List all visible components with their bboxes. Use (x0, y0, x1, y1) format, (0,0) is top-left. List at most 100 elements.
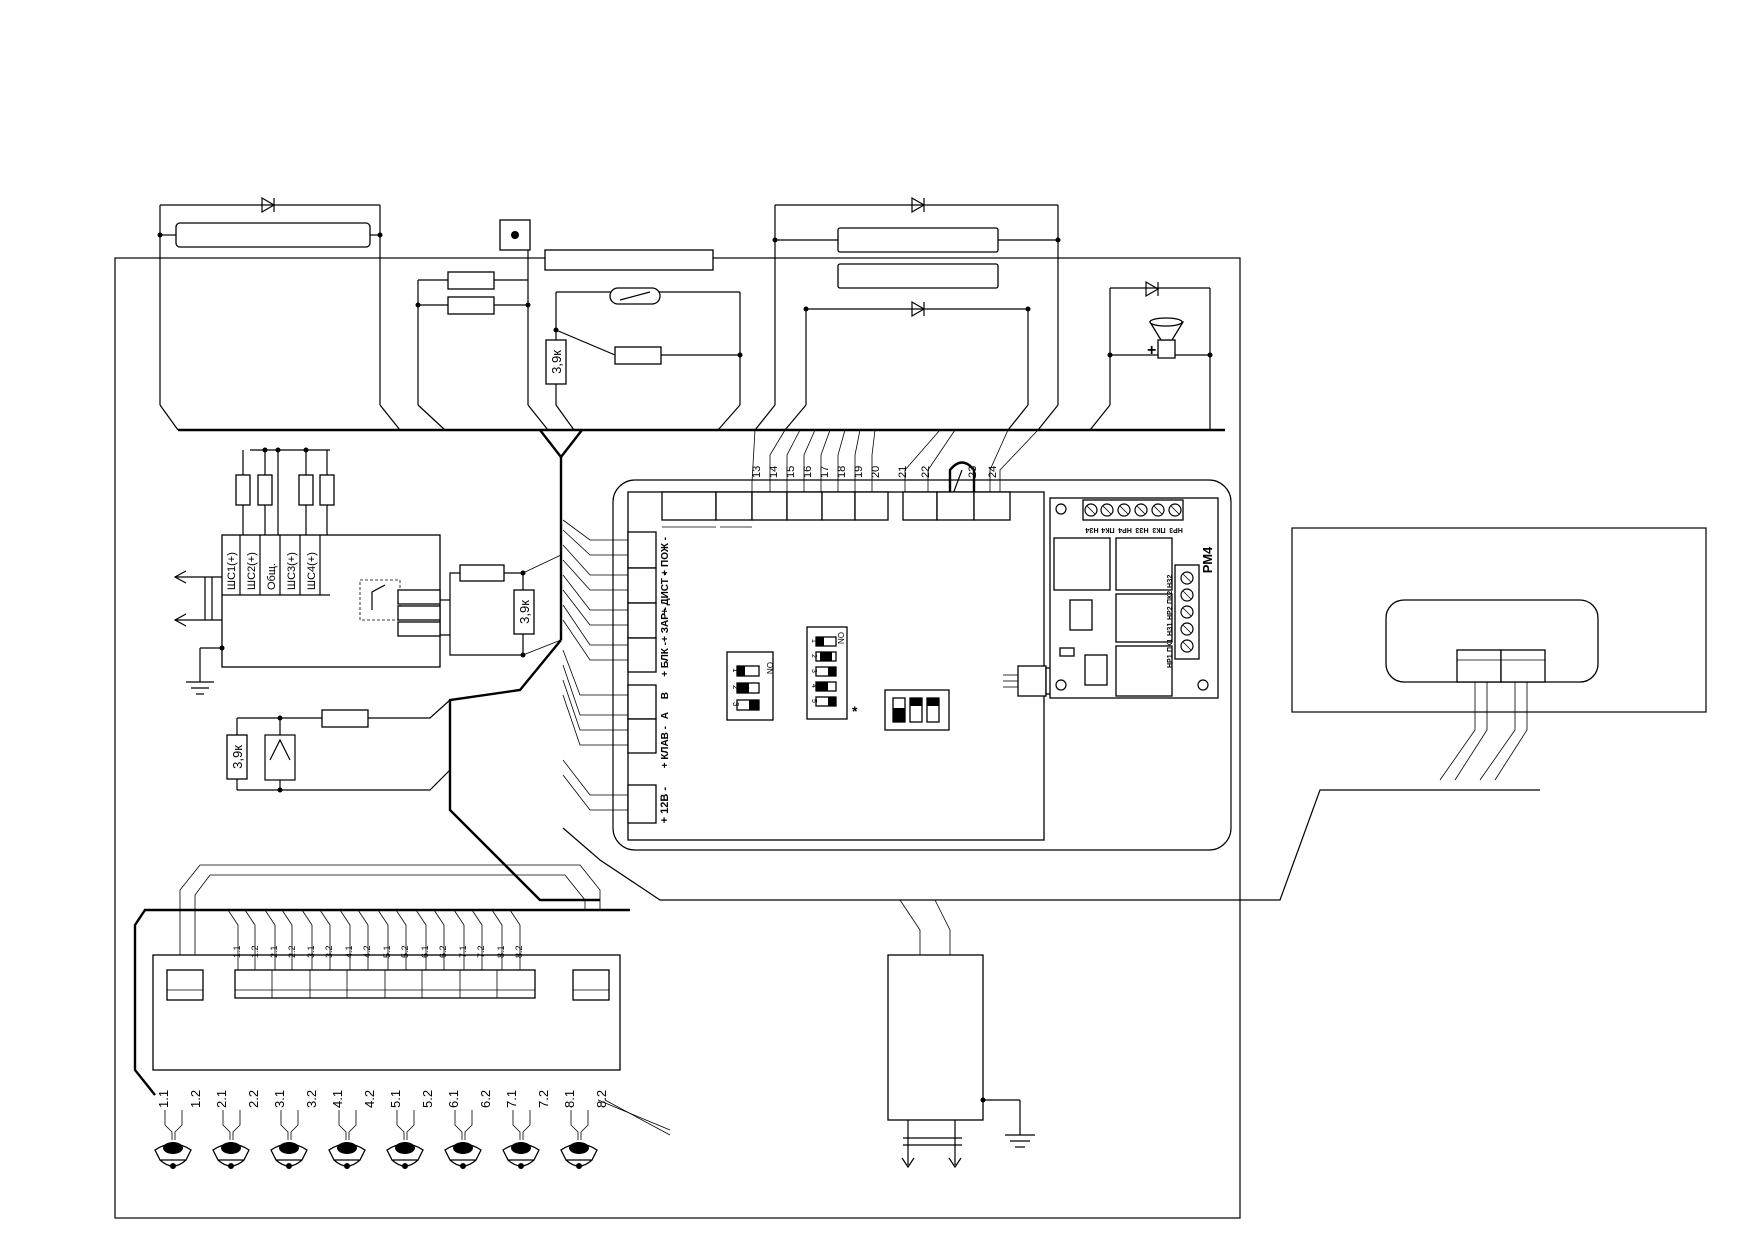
board-enclosure (612, 479, 1232, 851)
rm4-title: РМ4 (1200, 546, 1215, 573)
det-label-2-1: 2.1 (214, 1090, 229, 1108)
resistor (298, 474, 314, 506)
det-label-5-1: 5.1 (388, 1090, 403, 1108)
external-device-1 (157, 196, 401, 431)
rm4-top-terminals (1082, 499, 1184, 521)
relay (1115, 593, 1173, 643)
terminal-14: 14 (768, 466, 780, 478)
left-terminal-block (627, 531, 657, 824)
label-pozh: + ПОЖ - (660, 537, 671, 576)
det-label-3-2: 3.2 (304, 1090, 319, 1108)
label-dist: + ДИСТ - (660, 572, 671, 614)
detector-1 (154, 1110, 192, 1169)
det-label-8-1: 8.1 (562, 1090, 577, 1108)
dip-switch-a: ON 1 2 3 (726, 651, 774, 721)
terminal-17: 17 (819, 466, 831, 478)
exp-term-5-2: 5.2 (400, 945, 410, 958)
exp-term-7-2: 7.2 (476, 945, 486, 958)
rm4-nr2: НР2 (1167, 606, 1174, 620)
dip-a-n1: 1 (731, 668, 740, 673)
label-zar: + ЗАР - (660, 607, 671, 642)
resistor (447, 271, 495, 290)
resistor-label-mid: 3,9к (517, 600, 532, 624)
chip (1084, 654, 1108, 686)
cable-down (899, 899, 951, 955)
det-label-7-2: 7.2 (536, 1090, 551, 1108)
cable-trunk (448, 639, 600, 902)
lower-left-sensor: 3,9к (226, 699, 451, 793)
terminal-24: 24 (987, 466, 999, 478)
dip-b-n5: 5 (810, 699, 817, 703)
terminal-18: 18 (836, 466, 848, 478)
detector-5 (386, 1110, 424, 1169)
resistor-3k9-mid (513, 589, 535, 635)
device-bar-1 (175, 222, 371, 248)
device-bar-2 (837, 227, 999, 253)
bus-to-terminal-wires (751, 429, 1039, 492)
exp-term-6-1: 6.1 (420, 945, 430, 958)
siren-group: + (1089, 280, 1213, 431)
rm4-nr3: НР3 (1169, 526, 1183, 533)
detectors: 1.1 1.2 2.1 2.2 3.1 3.2 4.1 4.2 5.1 5.2 … (154, 1090, 671, 1169)
det-label-6-1: 6.1 (446, 1090, 461, 1108)
rm4-pk2: ПК2 (1167, 591, 1174, 604)
zone-label-4: ШС3(+) (286, 552, 298, 590)
rm4-nr4: НР4 (1118, 526, 1132, 533)
relay (1053, 537, 1111, 591)
relay (1115, 537, 1173, 591)
zone-label-1: ШС1(+) (226, 552, 238, 590)
terminal-20: 20 (870, 466, 882, 478)
terminal-13: 13 (751, 466, 763, 478)
resistor (257, 474, 273, 506)
exp-term-5-1: 5.1 (382, 945, 392, 958)
resistor (235, 474, 251, 506)
dip-star: * (852, 703, 858, 719)
det-label-2-2: 2.2 (246, 1090, 261, 1108)
device-bar-3 (837, 263, 999, 289)
zone-label-2: ШС2(+) (246, 552, 258, 590)
left-terminal-wires (562, 519, 628, 811)
dip-b-n2: 2 (810, 654, 817, 658)
label-klav: + КЛАВ - (660, 726, 671, 768)
top-center-bar (544, 249, 714, 271)
det-label-3-1: 3.1 (272, 1090, 287, 1108)
resistor-3k9-mid-group: 3,9к (440, 554, 562, 658)
resistor (319, 474, 335, 506)
bus-funnel (539, 429, 583, 459)
terminal-16: 16 (802, 466, 814, 478)
det-label-7-1: 7.1 (504, 1090, 519, 1108)
external-button-group (415, 219, 549, 431)
arrow-left-icon (173, 613, 187, 627)
rm4-nz2: НЗ2 (1167, 575, 1174, 588)
power-box (887, 954, 1035, 1169)
top-terminal-block (661, 491, 1011, 528)
terminal-19: 19 (853, 466, 865, 478)
label-b: В (660, 692, 671, 699)
rm4-nz1: НЗ1 (1167, 623, 1174, 636)
relay (1115, 645, 1173, 697)
exp-term-1-2: 1.2 (250, 945, 260, 958)
zone-label-3: Общ. (266, 563, 278, 590)
diode-icon (261, 196, 276, 214)
rm4-module: НЗ4 ПК4 НР4 НЗ3 ПК3 НР3 РМ4 НР1 ПК1 НЗ1 … (1049, 497, 1219, 699)
exp-term-4-1: 4.1 (344, 945, 354, 958)
exp-term-1-1: 1.1 (232, 945, 242, 958)
dip-a-n3: 3 (731, 702, 740, 707)
terminal-22: 22 (920, 466, 932, 478)
exp-term-2-1: 2.1 (269, 945, 279, 958)
reed-group: 3,9к (545, 287, 743, 431)
dip-a-on: ON (765, 662, 774, 674)
rm4-nz3: НЗ3 (1135, 526, 1148, 533)
detector-6 (444, 1110, 482, 1169)
diode-icon (911, 300, 926, 318)
exp-term-2-2: 2.2 (287, 945, 297, 958)
detector-8 (560, 1099, 671, 1169)
switch (264, 734, 296, 781)
dip-a-n2: 2 (731, 685, 740, 690)
det-label-4-1: 4.1 (330, 1090, 345, 1108)
detector-2 (212, 1110, 250, 1169)
siren-plus: + (1147, 342, 1156, 359)
arrow-left-icon (173, 570, 187, 584)
resistor (614, 346, 662, 365)
